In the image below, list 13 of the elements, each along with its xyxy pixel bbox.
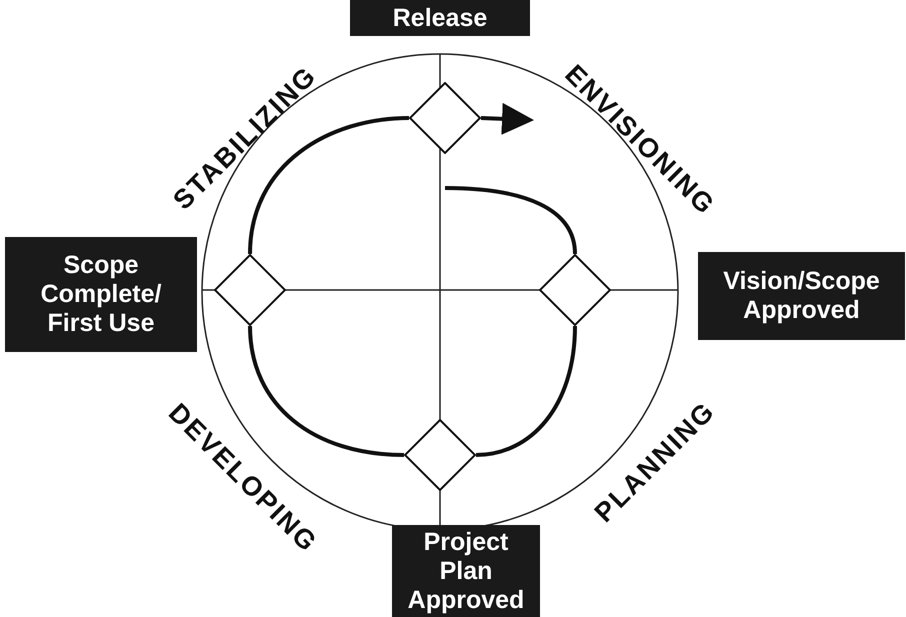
milestone-label: Release — [392, 4, 488, 32]
milestone-box — [698, 252, 905, 340]
milestone-label: Scope Complete/ First Use — [40, 251, 162, 338]
milestone-box — [350, 0, 530, 36]
milestone-box — [392, 525, 540, 617]
milestone-diamond — [539, 254, 611, 326]
milestone-diamond — [409, 82, 481, 154]
cycle-arrow — [480, 102, 534, 135]
milestone-label: Project Plan Approved — [406, 528, 526, 614]
milestone-diamond — [214, 254, 286, 326]
milestone-box — [5, 237, 197, 352]
milestone-diamond — [404, 419, 476, 491]
milestone-label: Vision/Scope Approved — [722, 267, 881, 325]
